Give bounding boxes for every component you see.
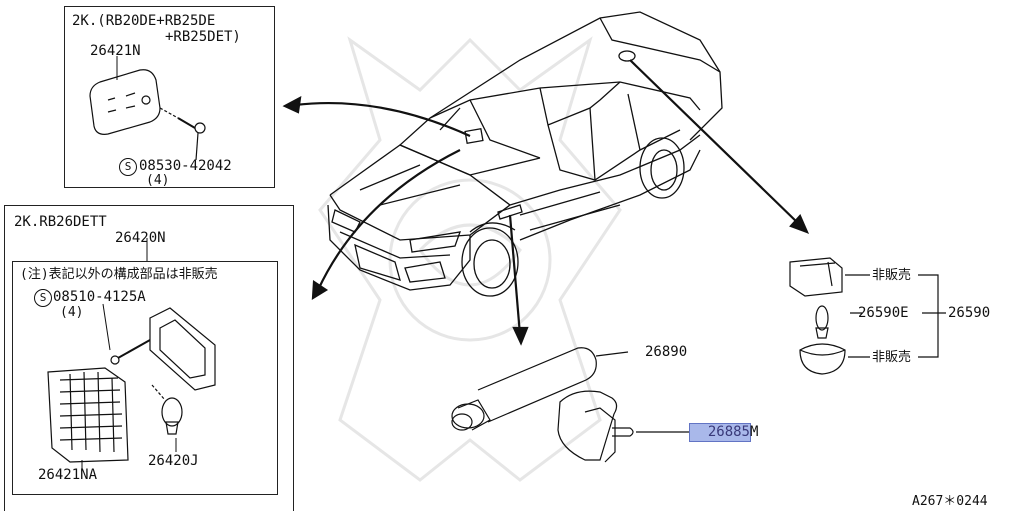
part-label-08510-4125A[interactable]: 08510-4125A [53, 289, 146, 305]
part-label-08530-42042[interactable]: 08530-42042 [139, 158, 232, 174]
engine-note-rb26dett: 2K.RB26DETT [14, 214, 107, 230]
leader-lines [81, 56, 177, 470]
part-label-26885M-highlight[interactable]: 26885 [689, 423, 751, 442]
arrows [282, 59, 810, 346]
trunk-lamp-drawing [789, 257, 946, 375]
dome-lamp-drawing [47, 307, 216, 463]
not-sold-label-top: 非販売 [872, 268, 912, 283]
car-illustration [327, 11, 723, 297]
screw-qty-left: (4) [60, 305, 84, 320]
map-lamp-drawing [89, 69, 206, 161]
screw-qty-top: (4) [146, 173, 170, 188]
part-label-26421NA[interactable]: 26421NA [38, 467, 98, 483]
part-label-26421N[interactable]: 26421N [90, 43, 141, 59]
engine-note-line2: +RB25DET) [165, 29, 241, 45]
not-sold-label-bottom: 非販売 [872, 350, 912, 365]
inset-box-rb26dett [4, 205, 294, 511]
part-label-26890[interactable]: 26890 [645, 344, 688, 360]
inner-box-rb26dett [12, 261, 278, 495]
inset-box-standard-engines [64, 6, 275, 188]
flashlight-drawing [451, 347, 690, 463]
engine-note-line1: 2K.(RB20DE+RB25DE [72, 13, 216, 29]
part-label-26420J[interactable]: 26420J [148, 453, 199, 469]
s-mark-left: S [34, 289, 52, 307]
not-sold-note: (注)表記以外の構成部品は非販売 [20, 267, 218, 282]
part-label-26885M[interactable]: M [750, 424, 759, 440]
part-label-26590E[interactable]: 26590E [858, 305, 909, 321]
part-label-26590[interactable]: 26590 [948, 305, 991, 321]
diagram-id: A267＊0244 [912, 494, 988, 509]
s-mark-top: S [119, 158, 137, 176]
part-label-26420N[interactable]: 26420N [115, 230, 166, 246]
